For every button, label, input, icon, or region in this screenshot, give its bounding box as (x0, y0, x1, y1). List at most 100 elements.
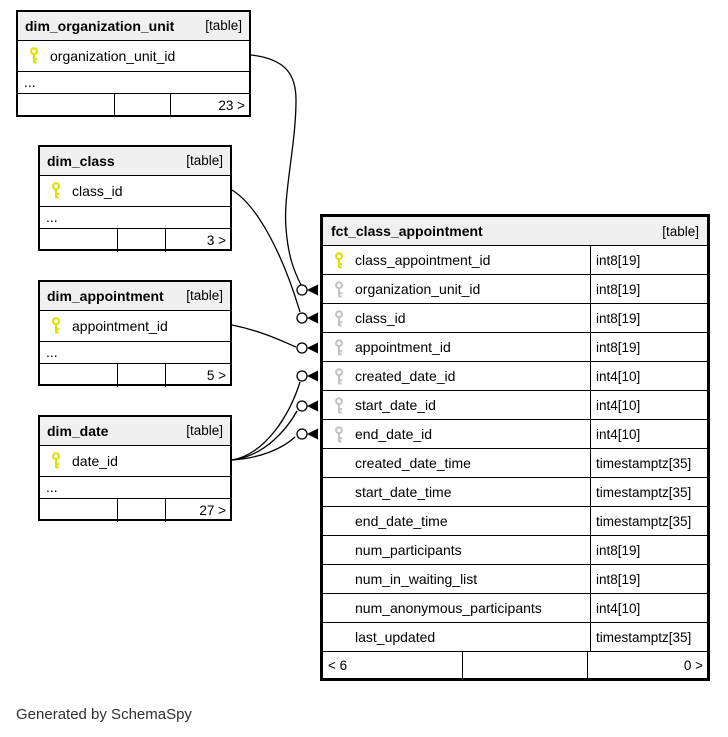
column-row: created_date_id int4[10] (323, 362, 707, 391)
edge-arrowhead (307, 428, 318, 440)
column-row: start_date_time timestamptz[35] (323, 478, 707, 507)
column-name: end_date_id (355, 426, 433, 442)
table-footer: 5 > (40, 363, 230, 387)
column-name: date_id (72, 452, 118, 469)
related-tables-count: 3 > (206, 232, 226, 248)
foreign-key-icon (333, 309, 349, 327)
footer-cell (40, 228, 118, 252)
column-row: appointment_id (40, 311, 230, 342)
column-type: timestamptz[35] (596, 484, 692, 500)
entity-dim-class[interactable]: dim_class [table] class_id ... 3 > (38, 145, 232, 252)
column-type: int4[10] (596, 600, 641, 616)
column-name: created_date_time (355, 455, 471, 471)
footer-cell (18, 93, 115, 117)
edge-endpoint-circle (296, 428, 308, 440)
related-tables-count: 23 > (218, 97, 245, 113)
footer-cell (463, 652, 588, 678)
footer-cell (40, 363, 118, 387)
column-name: start_date_time (355, 484, 452, 500)
parent-tables-count: < 6 (323, 652, 463, 678)
hidden-columns-ellipsis: ... (40, 342, 230, 364)
column-type: timestamptz[35] (596, 455, 692, 471)
primary-key-icon (28, 47, 44, 64)
edge-dim-date-to-created-date (231, 381, 301, 461)
column-type: int8[19] (596, 281, 641, 297)
table-footer: 3 > (40, 228, 230, 252)
column-row: class_id int8[19] (323, 304, 707, 333)
hidden-columns-ellipsis: ... (40, 207, 230, 229)
edge-dim-appointment-to-fct (231, 324, 297, 348)
table-name: fct_class_appointment (331, 223, 483, 239)
table-name: dim_appointment (47, 287, 164, 304)
column-row: end_date_time timestamptz[35] (323, 507, 707, 536)
column-row: organization_unit_id int8[19] (323, 275, 707, 304)
hidden-columns-ellipsis: ... (18, 72, 249, 94)
edge-dim-organization-unit-to-fct (250, 54, 302, 286)
column-row: num_in_waiting_list int8[19] (323, 565, 707, 594)
footer-cell (118, 363, 166, 387)
entity-fct-class-appointment[interactable]: fct_class_appointment [table] class_appo… (320, 214, 710, 681)
foreign-key-icon (333, 367, 349, 385)
column-name: organization_unit_id (50, 47, 176, 64)
column-type: int4[10] (596, 368, 641, 384)
column-name: organization_unit_id (355, 281, 481, 297)
related-tables-count: 5 > (206, 367, 226, 383)
column-name: num_in_waiting_list (355, 571, 478, 587)
column-name: appointment_id (72, 317, 168, 334)
foreign-key-icon (333, 280, 349, 298)
column-type: int4[10] (596, 426, 641, 442)
column-row: num_anonymous_participants int4[10] (323, 594, 707, 623)
table-header: dim_class [table] (40, 147, 230, 176)
table-header: dim_date [table] (40, 417, 230, 446)
column-row: class_appointment_id int8[19] (323, 246, 707, 275)
column-name: created_date_id (355, 368, 456, 384)
table-name: dim_class (47, 152, 115, 169)
column-type: int8[19] (596, 571, 641, 587)
column-name: end_date_time (355, 513, 448, 529)
primary-key-icon (50, 182, 66, 199)
table-footer: < 6 0 > (323, 652, 707, 678)
column-name: last_updated (355, 629, 436, 645)
table-footer: 23 > (18, 93, 249, 117)
column-row: organization_unit_id (18, 41, 249, 72)
column-type: int8[19] (596, 339, 641, 355)
column-row: num_participants int8[19] (323, 536, 707, 565)
column-name: start_date_id (355, 397, 436, 413)
entity-dim-date[interactable]: dim_date [table] date_id ... 27 > (38, 415, 232, 522)
edge-endpoint-circle (296, 312, 308, 324)
footer-cell (118, 228, 166, 252)
edge-arrowhead (307, 284, 318, 296)
table-type-badge: [table] (186, 153, 223, 169)
table-name: dim_date (47, 422, 109, 439)
column-name: appointment_id (355, 339, 451, 355)
edge-dim-date-to-start-date (231, 410, 298, 461)
column-name: class_id (355, 310, 406, 326)
table-header: dim_appointment [table] (40, 282, 230, 311)
edge-endpoint-circle (296, 370, 308, 382)
related-tables-count: 27 > (199, 502, 226, 518)
column-type: timestamptz[35] (596, 513, 692, 529)
entity-dim-organization-unit[interactable]: dim_organization_unit [table] organizati… (16, 10, 251, 117)
column-type: timestamptz[35] (596, 629, 692, 645)
primary-key-icon (50, 317, 66, 334)
table-header: fct_class_appointment [table] (323, 217, 707, 246)
table-header: dim_organization_unit [table] (18, 12, 249, 41)
footer-cell (40, 498, 118, 522)
generated-by-note: Generated by SchemaSpy (16, 706, 192, 723)
table-type-badge: [table] (186, 288, 223, 304)
column-row: date_id (40, 446, 230, 477)
edge-arrowhead (307, 400, 318, 412)
table-name: dim_organization_unit (25, 17, 175, 34)
column-type: int8[19] (596, 542, 641, 558)
table-type-badge: [table] (205, 18, 242, 34)
related-tables-count: 0 > (683, 657, 703, 673)
primary-key-icon (50, 452, 66, 469)
hidden-columns-ellipsis: ... (40, 477, 230, 499)
column-name: num_participants (355, 542, 462, 558)
column-name: class_appointment_id (355, 252, 491, 268)
primary-key-icon (333, 251, 349, 269)
column-type: int4[10] (596, 397, 641, 413)
edge-endpoint-circle (296, 284, 308, 296)
entity-dim-appointment[interactable]: dim_appointment [table] appointment_id .… (38, 280, 232, 387)
